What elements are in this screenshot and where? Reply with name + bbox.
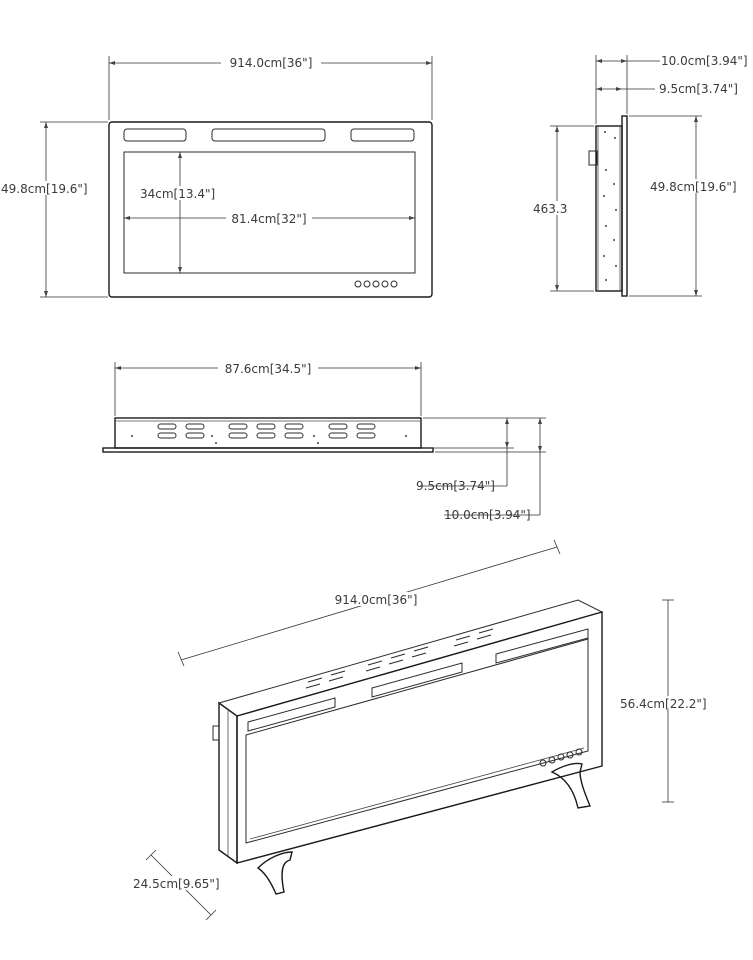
top-body-depth-label: 9.5cm[3.74"] [416, 479, 495, 493]
front-width-label: 914.0cm[36"] [230, 56, 313, 70]
side-body-depth-label: 9.5cm[3.74"] [659, 82, 738, 96]
front-height-label: 49.8cm[19.6"] [1, 182, 88, 196]
top-vent-slots [157, 423, 376, 439]
persp-width-dimension: 914.0cm[36"] [177, 539, 561, 667]
front-screen [123, 151, 416, 274]
front-vent-left [123, 128, 187, 142]
persp-vent-center [371, 662, 463, 698]
persp-control-buttons [539, 748, 583, 767]
top-view: 87.6cm[34.5"] 9.5cm[3.74"] 10.0cm[3.94"] [102, 361, 546, 522]
screen-width-dimension: 81.4cm[32"] [124, 211, 415, 226]
persp-stand-depth-dimension: 24.5cm[9.65"] [132, 849, 228, 921]
perspective-view: 914.0cm[36"] 56.4cm[22.2"] 24.5cm[9.65"] [132, 539, 720, 921]
front-vent-center [211, 128, 326, 142]
top-screw-holes [131, 435, 407, 444]
persp-vent-left [247, 697, 336, 732]
side-view: 10.0cm[3.94"] 9.5cm[3.74"] 463.3 49.8 [530, 54, 748, 297]
top-width-dimension: 87.6cm[34.5"] [114, 361, 422, 416]
top-body-depth-dimension: 9.5cm[3.74"] [416, 417, 514, 493]
screen-width-label: 81.4cm[32"] [231, 212, 306, 226]
persp-bracket [212, 725, 220, 741]
top-width-label: 87.6cm[34.5"] [225, 362, 312, 376]
side-body-height-label: 463.3 [533, 202, 567, 216]
persp-width-label: 914.0cm[36"] [335, 593, 418, 607]
side-body-height-dimension: 463.3 [530, 125, 594, 292]
front-vent-right [350, 128, 415, 142]
persp-stand-right [550, 762, 591, 809]
persp-side-face [218, 701, 238, 865]
top-total-depth-dimension: 10.0cm[3.94"] [435, 417, 546, 522]
screen-height-label: 34cm[13.4"] [140, 187, 215, 201]
side-height-dimension: 49.8cm[19.6"] [629, 115, 746, 297]
side-flange [621, 115, 628, 297]
side-total-depth-dimension: 10.0cm[3.94"] [595, 54, 748, 124]
control-buttons [354, 280, 398, 288]
persp-top-face [217, 599, 604, 717]
persp-screen [245, 638, 589, 844]
persp-stand-depth-label: 24.5cm[9.65"] [133, 877, 220, 891]
persp-vent-right [495, 628, 589, 664]
screen-height-dimension: 34cm[13.4"] [138, 152, 220, 273]
persp-height-label: 56.4cm[22.2"] [620, 697, 707, 711]
front-width-dimension: 914.0cm[36"] [108, 55, 433, 120]
front-frame [108, 121, 433, 298]
side-height-label: 49.8cm[19.6"] [650, 180, 737, 194]
front-view: 914.0cm[36"] 49.8cm[19.6"] 34cm[13.4"] [0, 55, 433, 298]
side-total-depth-label: 10.0cm[3.94"] [661, 54, 748, 68]
persp-height-dimension: 56.4cm[22.2"] [620, 599, 720, 803]
side-bracket [588, 150, 598, 166]
top-total-depth-label: 10.0cm[3.94"] [444, 508, 531, 522]
side-body [595, 125, 623, 292]
persp-stand-left [256, 851, 293, 895]
side-screw-holes [603, 131, 617, 281]
top-flange [102, 447, 434, 453]
front-height-dimension: 49.8cm[19.6"] [0, 121, 108, 298]
persp-top-slots [305, 628, 494, 689]
side-body-depth-dimension: 9.5cm[3.74"] [596, 82, 738, 96]
